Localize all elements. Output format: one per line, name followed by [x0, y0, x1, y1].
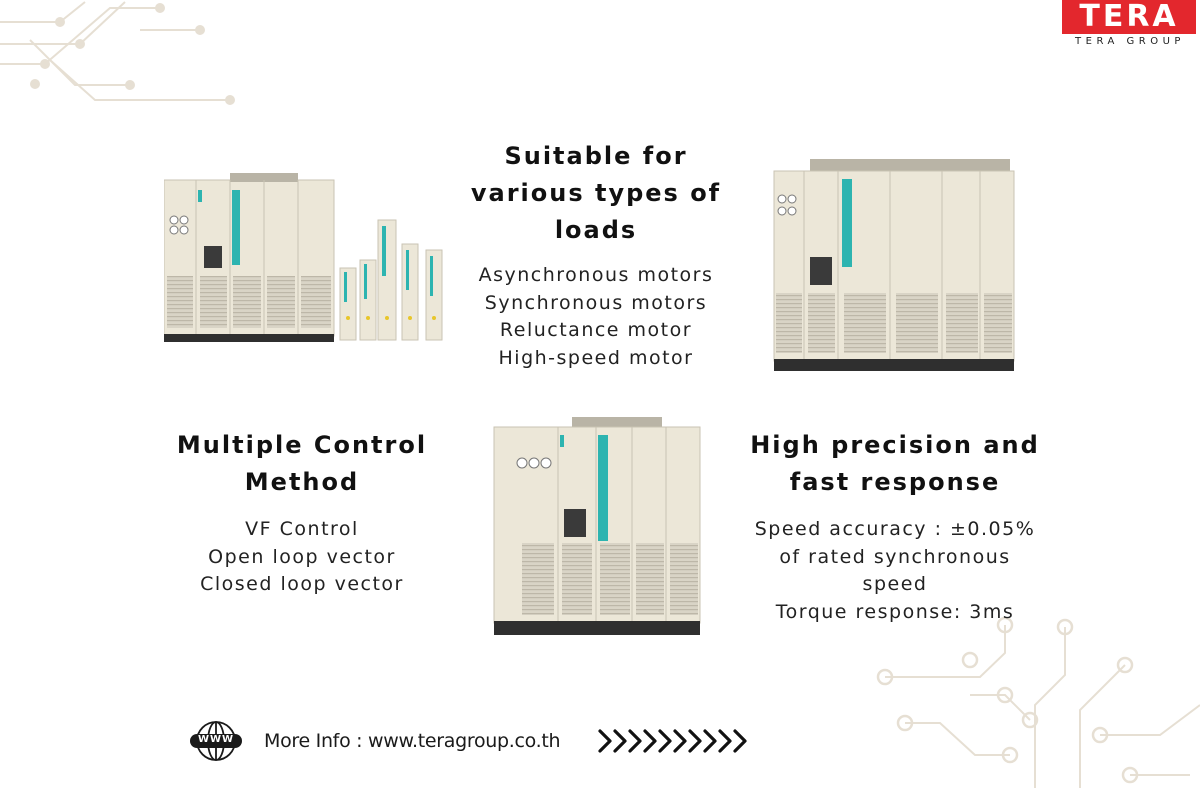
loads-heading-line: various types of	[470, 179, 722, 207]
globe-icon	[190, 720, 242, 762]
circuit-decoration-top-left	[0, 1, 235, 105]
more-info-link[interactable]: More Info : www.teragroup.co.th	[264, 730, 561, 752]
tera-group-logo: TERA TERA GROUP	[1060, 0, 1200, 50]
list-item: VF Control	[245, 518, 359, 540]
control-heading-line: Multiple Control	[176, 431, 428, 459]
large-drive-cabinet-image	[773, 159, 1015, 371]
list-item: Closed loop vector	[200, 573, 404, 595]
drive-cabinet-lineup-image	[164, 173, 443, 342]
control-list: VF Control Open loop vector Closed loop …	[160, 516, 444, 599]
list-item: Synchronous motors	[484, 291, 708, 314]
control-heading: Multiple Control Method	[160, 427, 444, 501]
loads-heading-line: Suitable for	[504, 142, 688, 170]
control-heading-line: Method	[244, 468, 360, 496]
precision-heading-line: fast response	[789, 468, 1001, 496]
list-item: Asynchronous motors	[478, 264, 714, 286]
tera-group-wordmark: TERA GROUP	[1075, 36, 1185, 47]
precision-heading: High precision and fast response	[740, 427, 1050, 501]
loads-list: Asynchronous motors Synchronous motors R…	[440, 262, 752, 372]
list-item: of rated synchronous	[779, 545, 1011, 568]
list-item: speed	[862, 573, 928, 595]
precision-heading-line: High precision and	[750, 431, 1040, 459]
chevron-right-icon	[598, 729, 747, 753]
loads-heading-line: loads	[554, 216, 638, 244]
circuit-decoration-bottom-right	[876, 616, 1200, 788]
precision-list: Speed accuracy : ±0.05% of rated synchro…	[735, 516, 1055, 626]
list-item: High-speed motor	[498, 346, 694, 369]
globe-label: WWW	[197, 734, 235, 745]
loads-heading: Suitable for various types of loads	[460, 138, 732, 249]
mid-drive-cabinet-image	[493, 417, 701, 635]
list-item: Open loop vector	[208, 545, 396, 568]
list-item: Torque response: 3ms	[775, 600, 1015, 623]
list-item: Speed accuracy : ±0.05%	[754, 518, 1036, 540]
tera-logo-mark: TERA	[1062, 0, 1196, 34]
list-item: Reluctance motor	[499, 319, 693, 341]
